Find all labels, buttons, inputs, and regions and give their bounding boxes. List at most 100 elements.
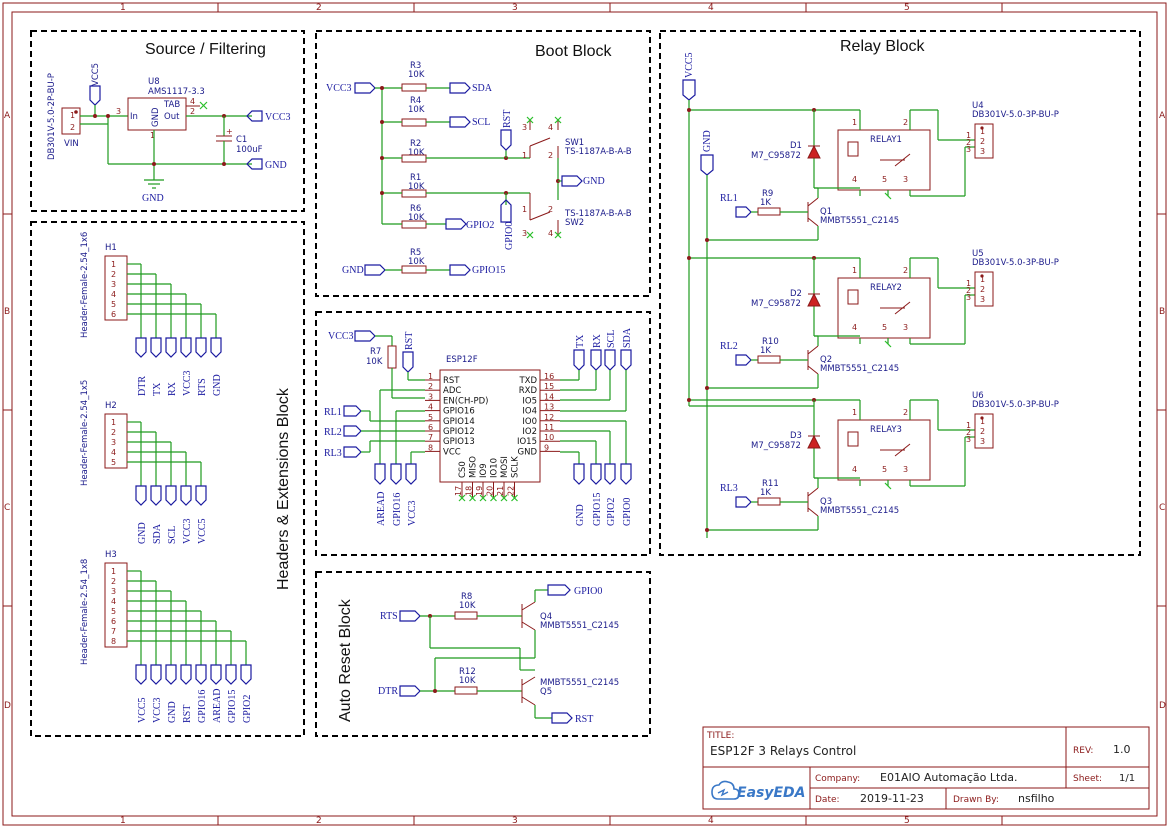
svg-text:A: A [1159,111,1166,121]
svg-text:R2: R2 [410,139,421,149]
svg-text:C1: C1 [236,135,247,145]
source-circuit: DB301V-5.0-2P-BU-P 1 2 VIN VCC5 U8 AMS11… [47,63,291,204]
svg-text:DB301V-5.0-3P-BU-P: DB301V-5.0-3P-BU-P [972,400,1059,410]
connector-ref: U5 [972,249,984,259]
svg-text:Header-Female-2.54_1x6: Header-Female-2.54_1x6 [80,232,90,338]
svg-text:4: 4 [111,597,116,606]
svg-text:4: 4 [111,448,116,457]
svg-text:R3: R3 [410,61,421,71]
svg-text:2: 2 [70,123,75,132]
boot-block-border [315,30,651,297]
svg-text:1: 1 [980,275,985,284]
svg-text:VCC3: VCC3 [407,500,418,526]
vcc3-flag [246,110,263,122]
svg-text:8: 8 [111,637,116,646]
svg-text:1K: 1K [760,488,771,498]
relay-output-connector [974,123,994,159]
easyeda-logo: EasyEDA [711,780,806,801]
esp12f-module [439,369,541,483]
svg-text:1K: 1K [760,198,771,208]
power-connector [61,107,81,135]
row-letters-right: A B C D [1159,111,1166,711]
svg-text:1: 1 [966,421,971,430]
svg-text:IO5: IO5 [522,396,537,406]
svg-text:IO9: IO9 [479,463,489,478]
svg-text:RST: RST [443,376,460,386]
svg-text:2: 2 [903,408,908,417]
svg-text:SCLK: SCLK [511,456,521,478]
svg-text:MISO: MISO [469,456,479,478]
svg-text:19: 19 [475,486,484,496]
svg-text:3: 3 [903,323,908,332]
svg-text:DTR: DTR [378,686,398,697]
svg-text:11: 11 [544,423,554,432]
svg-text:+: + [226,127,233,136]
svg-text:2: 2 [111,428,116,437]
svg-text:2: 2 [980,285,985,294]
svg-text:DB301V-5.0-3P-BU-P: DB301V-5.0-3P-BU-P [972,258,1059,268]
svg-text:GPIO16: GPIO16 [443,407,475,417]
svg-text:1: 1 [852,118,857,127]
svg-text:10K: 10K [408,105,425,115]
svg-text:10K: 10K [366,357,383,367]
header-net-label: VCC5 [197,518,208,544]
svg-text:5: 5 [111,607,116,616]
svg-text:10: 10 [544,433,554,442]
svg-text:CS0: CS0 [458,461,468,478]
col-2: 2 [316,3,322,13]
svg-text:IO2: IO2 [522,427,537,437]
header-net-label: TX [152,382,163,396]
header-net-label: VCC3 [182,518,193,544]
svg-text:2: 2 [980,137,985,146]
svg-text:TXD: TXD [518,376,537,386]
svg-text:3: 3 [903,175,908,184]
svg-text:H2: H2 [105,401,117,411]
svg-text:22: 22 [507,486,516,496]
svg-text:R5: R5 [410,248,421,258]
svg-text:2: 2 [111,577,116,586]
header-net-label: GPIO2 [242,695,253,723]
svg-text:MMBT5551_C2145: MMBT5551_C2145 [820,364,899,374]
esp-block-border [315,311,651,556]
svg-text:5: 5 [882,465,887,474]
svg-text:MOSI: MOSI [500,456,510,478]
relay-ref: RELAY2 [870,283,902,293]
svg-text:GPIO0: GPIO0 [574,586,602,597]
diode-ref: D2 [790,289,802,299]
svg-text:6: 6 [111,310,116,319]
svg-text:14: 14 [544,392,554,401]
relay-block-border [659,30,1141,556]
svg-text:EasyEDA: EasyEDA [737,785,806,801]
svg-text:Date:: Date: [815,795,840,805]
sheet-title: ESP12F 3 Relays Control [710,744,856,758]
svg-text:4: 4 [852,465,857,474]
auto-reset-block-border [315,571,651,737]
svg-text:5: 5 [428,413,433,422]
svg-text:AREAD: AREAD [376,492,387,526]
transistor-ref: Q1 [820,207,832,217]
svg-text:GND: GND [265,160,287,171]
svg-text:1: 1 [966,131,971,140]
header-net-label: VCC5 [137,697,148,723]
svg-text:Drawn By:: Drawn By: [953,795,999,805]
col-5: 5 [904,3,910,13]
svg-text:21: 21 [496,486,505,496]
svg-text:10K: 10K [408,70,425,80]
svg-text:TAB: TAB [163,100,180,110]
svg-text:10K: 10K [408,257,425,267]
svg-text:4: 4 [111,290,116,299]
svg-text:GPIO2: GPIO2 [466,220,494,231]
auto-reset-block-title: Auto Reset Block [337,598,354,722]
svg-text:C: C [1159,503,1165,513]
svg-text:Q4: Q4 [540,612,552,622]
svg-text:R7: R7 [370,347,381,357]
svg-text:D: D [4,701,11,711]
svg-text:3: 3 [966,293,971,302]
svg-text:2: 2 [903,118,908,127]
column-numbers-bottom: 1 2 3 4 5 [120,816,910,826]
svg-text:SW1: SW1 [565,138,584,148]
svg-text:GPIO16: GPIO16 [392,493,403,526]
